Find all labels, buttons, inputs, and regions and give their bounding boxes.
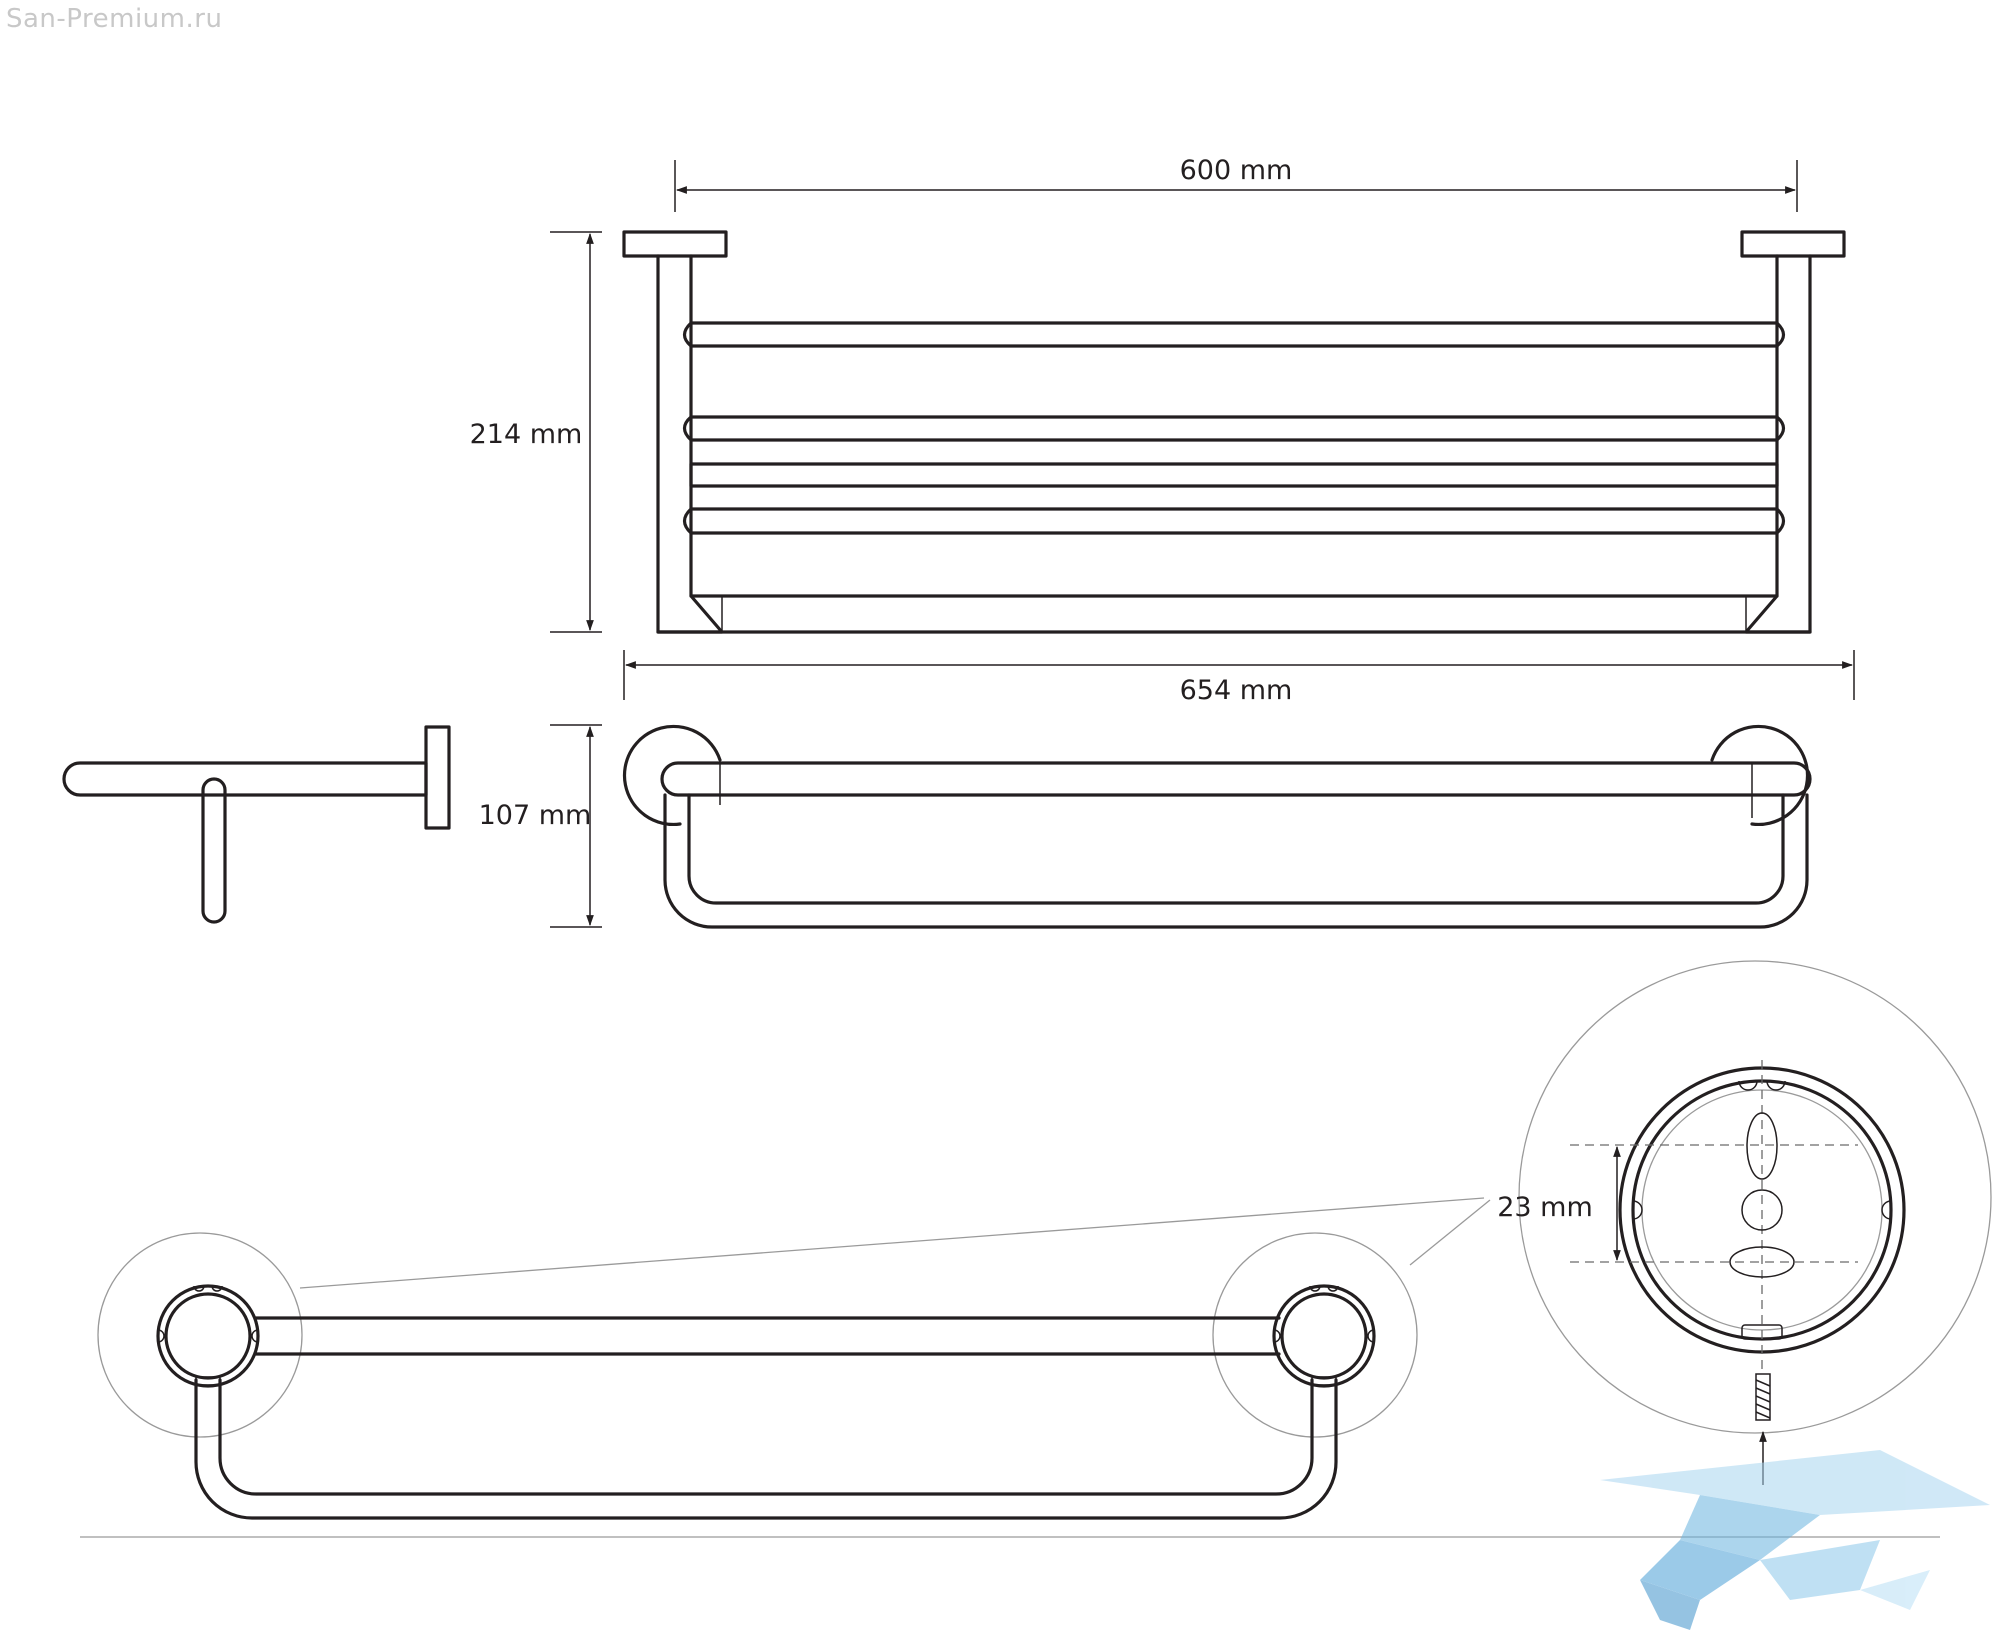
- screw-slot-top: [1746, 1112, 1778, 1180]
- dimension-label-600: 600 mm: [1180, 155, 1293, 186]
- detail-circle-large: [1518, 960, 1992, 1434]
- right-wall-flange: [1740, 230, 1846, 258]
- left-upright: [656, 254, 724, 634]
- side-view: [62, 725, 451, 924]
- dimension-label-107: 107 mm: [479, 800, 592, 831]
- dimension-label-214: 214 mm: [470, 419, 583, 450]
- top-view: 107 mm: [479, 724, 1812, 929]
- set-screw: [1755, 1373, 1771, 1421]
- side-bar: [62, 761, 428, 797]
- shelf-bar-top: [682, 321, 1786, 348]
- shelf-bar-middle: [689, 462, 1779, 488]
- front-view: 600 mm 214 mm 654 mm: [470, 155, 1855, 706]
- dimension-label-654: 654 mm: [1180, 675, 1293, 706]
- top-bar: [660, 761, 1812, 797]
- magnified-detail: 23 mm: [1497, 960, 1992, 1485]
- side-hanging-leg: [201, 777, 227, 924]
- detail-circle-right: [1212, 1232, 1418, 1438]
- install-towel-rail: [194, 1378, 1338, 1520]
- dimension-label-23: 23 mm: [1497, 1192, 1593, 1223]
- top-left-flange: [622, 724, 722, 827]
- right-upright: [1744, 254, 1812, 634]
- top-towel-rail: [663, 793, 1809, 929]
- install-right-ring: [1272, 1284, 1376, 1388]
- shelf-bar-lower: [682, 507, 1786, 535]
- top-right-flange: [1710, 724, 1810, 827]
- side-wall-flange: [424, 725, 451, 830]
- screw-slot-bottom: [1729, 1246, 1795, 1278]
- install-bar: [254, 1316, 1281, 1356]
- watermark-text: San-Premium.ru: [6, 4, 223, 34]
- shelf-bar-upper: [682, 415, 1786, 442]
- detail-circle-left: [97, 1232, 303, 1438]
- install-left-ring: [156, 1284, 260, 1388]
- installation-view: [80, 1197, 1940, 1538]
- left-wall-flange: [622, 230, 728, 258]
- screw-hole-center: [1741, 1189, 1783, 1231]
- bird-logo: [1600, 1450, 1990, 1630]
